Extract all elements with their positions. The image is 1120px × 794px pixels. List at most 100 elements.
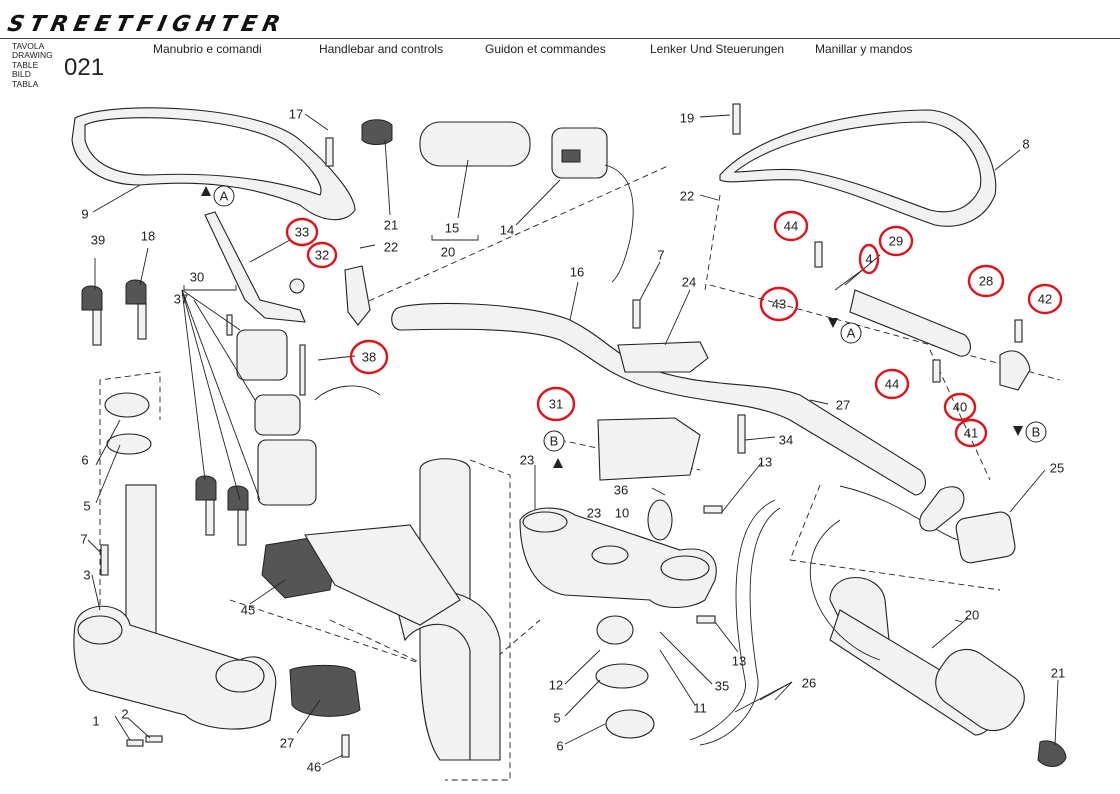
part-callout-42: 42 (1038, 292, 1052, 307)
handlebar (391, 302, 926, 496)
table-label-es: TABLA (12, 78, 39, 89)
bar-end-weight (849, 289, 971, 357)
upper-triple-clamp (519, 507, 717, 609)
table-label-it: TAVOLA (12, 41, 45, 51)
part-callout-44: 44 (784, 219, 798, 234)
part-callout-13: 13 (732, 654, 746, 669)
part-callout-6: 6 (556, 739, 563, 754)
part-callout-11: 11 (693, 701, 707, 716)
part-callout-44: 44 (885, 377, 899, 392)
part-callout-23: 23 (587, 506, 601, 521)
reference-circle-A (213, 185, 235, 207)
leader-lines (87, 113, 1059, 766)
part-callout-21: 21 (384, 218, 398, 233)
screws (100, 103, 1023, 758)
part-callout-26: 26 (802, 676, 816, 691)
title-english: Handlebar and controls (319, 42, 444, 56)
part-callout-12: 12 (549, 678, 563, 693)
group-brackets (183, 235, 963, 623)
part-callout-41: 41 (964, 426, 978, 441)
part-callout-A: A (847, 326, 856, 341)
part-callout-A: A (220, 189, 229, 204)
highlight-circle-31 (536, 386, 576, 422)
part-callout-7: 7 (657, 248, 664, 263)
part-callout-22: 22 (680, 189, 694, 204)
highlight-circle-40 (943, 392, 977, 422)
highlight-circle-44 (773, 210, 809, 242)
part-callout-35: 35 (715, 679, 729, 694)
highlight-circle-43 (759, 286, 799, 322)
right-mirror (719, 109, 997, 227)
part-callout-15: 15 (445, 221, 459, 236)
part-callout-22: 22 (384, 240, 398, 255)
title-german: Lenker Und Steuerungen (650, 42, 785, 56)
part-callout-27: 27 (836, 398, 850, 413)
part-callout-8: 8 (1022, 137, 1029, 152)
right-switch (839, 485, 1016, 564)
part-callout-16: 16 (570, 265, 584, 280)
highlight-circle-28 (967, 264, 1005, 298)
table-label-en2: TABLE (12, 59, 39, 70)
table-label-en1: DRAWING (12, 50, 53, 61)
part-callout-24: 24 (682, 275, 696, 290)
steering-stem (73, 392, 277, 730)
highlight-circle-41 (954, 418, 988, 448)
part-callout-B: B (550, 434, 559, 449)
part-callout-6: 6 (81, 453, 88, 468)
table-labels: TAVOLA DRAWING TABLE BILD TABLA (12, 41, 53, 89)
table-number: 021 (64, 54, 105, 81)
title-french: Guidon et commandes (485, 42, 606, 56)
highlight-circle-4 (858, 243, 880, 275)
part-callout-10: 10 (615, 506, 629, 521)
title-spanish: Manillar y mandos (815, 42, 913, 56)
part-callout-27: 27 (280, 736, 294, 751)
part-callout-40: 40 (953, 400, 967, 415)
part-callout-33: 33 (295, 225, 309, 240)
highlight-circle-38 (349, 339, 389, 375)
part-callout-14: 14 (500, 223, 514, 238)
reference-circle-B (1025, 421, 1047, 443)
part-callout-1: 1 (92, 714, 99, 729)
part-callout-9: 9 (81, 207, 88, 222)
part-callout-17: 17 (289, 107, 303, 122)
handlebar-clamps (344, 265, 1031, 532)
bearings (595, 499, 673, 739)
part-callout-4: 4 (865, 252, 872, 267)
part-callout-39: 39 (91, 233, 105, 248)
highlight-circle-42 (1027, 283, 1063, 315)
left-mirror (71, 107, 356, 221)
part-callout-36: 36 (614, 483, 628, 498)
table-label-de: BILD (12, 69, 31, 80)
part-callout-21: 21 (1051, 666, 1065, 681)
part-callout-37: 37 (174, 292, 188, 307)
part-callout-34: 34 (779, 433, 793, 448)
part-callout-3: 3 (83, 568, 90, 583)
part-callout-25: 25 (1050, 461, 1064, 476)
part-callout-23: 23 (520, 453, 534, 468)
part-callout-30: 30 (190, 270, 204, 285)
part-callout-19: 19 (680, 111, 694, 126)
part-callout-20: 20 (441, 245, 455, 260)
part-callout-46: 46 (307, 760, 321, 775)
part-callout-18: 18 (141, 229, 155, 244)
part-callout-7: 7 (80, 532, 87, 547)
part-callout-20: 20 (965, 608, 979, 623)
part-callout-43: 43 (772, 297, 786, 312)
left-mirror-arm (204, 211, 306, 323)
highlight-circle-29 (878, 225, 914, 257)
reference-circle-A (840, 322, 862, 344)
direction-arrows (201, 186, 1023, 468)
header-rule (0, 38, 1120, 39)
reference-circle-B (543, 430, 565, 452)
right-grip-assembly (829, 577, 1067, 767)
keys (81, 279, 249, 546)
frame-section (289, 458, 501, 761)
part-callout-45: 45 (241, 603, 255, 618)
highlight-circle-33 (285, 217, 319, 247)
part-callout-32: 32 (315, 248, 329, 263)
title-italian: Manubrio e comandi (153, 42, 262, 56)
part-callout-B: B (1032, 425, 1041, 440)
part-callout-5: 5 (553, 711, 560, 726)
